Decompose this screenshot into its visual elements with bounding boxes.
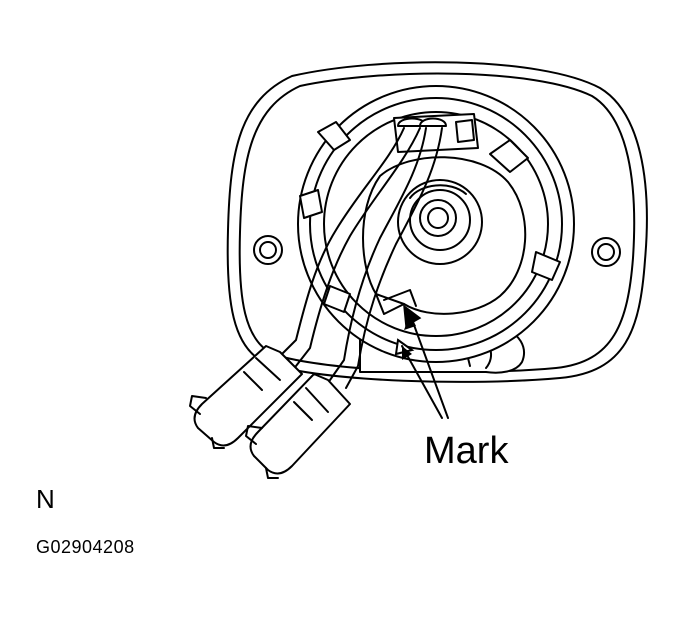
mark-leader-line-2 bbox=[401, 345, 443, 419]
figure-code: G02904208 bbox=[36, 537, 135, 557]
mark-leader-line-1 bbox=[409, 313, 449, 419]
spiral-cable-inner-rim bbox=[323, 111, 549, 337]
spiral-cable-rim bbox=[309, 97, 563, 351]
left-mounting-hole bbox=[253, 235, 283, 265]
rotor-hub-center bbox=[427, 207, 449, 229]
left-connector-plug bbox=[189, 345, 303, 449]
mark-label: Mark bbox=[424, 430, 509, 472]
rotor-hub-inner bbox=[419, 199, 457, 237]
view-label: N bbox=[36, 484, 55, 514]
right-connector-plug bbox=[245, 373, 351, 479]
rotor-hub-mid bbox=[409, 189, 471, 251]
rotor-hub-outer bbox=[397, 179, 483, 265]
right-mounting-hole bbox=[591, 237, 621, 267]
wire-harness bbox=[279, 117, 447, 389]
housing-plate-inner-edge bbox=[238, 72, 636, 373]
